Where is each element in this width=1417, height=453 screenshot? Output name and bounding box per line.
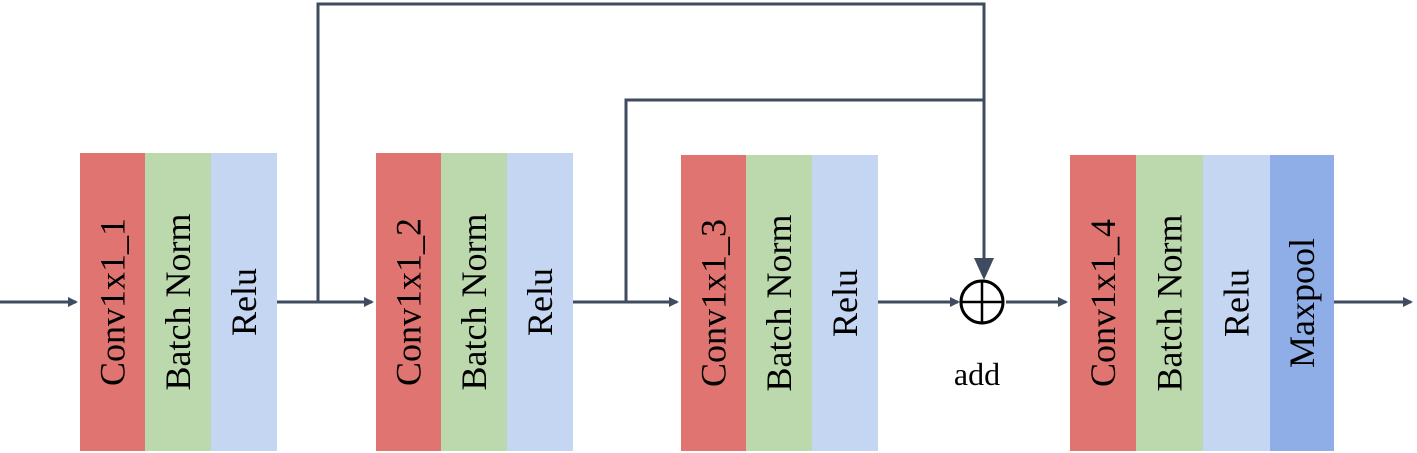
skip-connection-from-block2 (624, 98, 984, 302)
layer-label-relu-2: Relu (520, 268, 560, 336)
layer-rect-batch-norm-2 (441, 153, 507, 451)
layer-rect-conv1x1-4 (1070, 155, 1136, 451)
layer-rect-batch-norm-4 (1136, 155, 1203, 451)
layer-label-batch-norm-3: Batch Norm (759, 215, 799, 392)
layer-label-relu-4: Relu (1217, 269, 1257, 337)
layer-rect-conv1x1-3 (681, 155, 746, 451)
layer-rect-relu-4 (1203, 155, 1270, 451)
layer-label-relu-1: Relu (224, 268, 264, 336)
layer-rect-batch-norm-1 (145, 153, 211, 451)
skip-arrowhead (974, 258, 994, 280)
layer-rect-relu-1 (211, 153, 277, 451)
layer-label-batch-norm-2: Batch Norm (454, 214, 494, 391)
layer-label-maxpool-4: Maxpool (1282, 238, 1322, 368)
block-1: Conv1x1_1 Batch Norm Relu (80, 153, 277, 451)
layer-label-batch-norm-4: Batch Norm (1150, 215, 1190, 392)
layer-label-conv1x1-4: Conv1x1_4 (1083, 219, 1123, 387)
block-2: Conv1x1_2 Batch Norm Relu (376, 153, 573, 451)
layer-rect-relu-3 (812, 155, 878, 451)
add-label: add (954, 356, 1000, 392)
layer-rect-relu-2 (507, 153, 573, 451)
layer-rect-conv1x1-2 (376, 153, 441, 451)
layer-label-conv1x1-2: Conv1x1_2 (389, 218, 429, 386)
layer-rect-conv1x1-1 (80, 153, 145, 451)
block-3: Conv1x1_3 Batch Norm Relu (681, 155, 878, 451)
layer-label-conv1x1-1: Conv1x1_1 (93, 218, 133, 386)
block-4: Conv1x1_4 Batch Norm Relu Maxpool (1070, 155, 1334, 451)
layer-label-batch-norm-1: Batch Norm (158, 214, 198, 391)
layer-label-conv1x1-3: Conv1x1_3 (694, 219, 734, 387)
layer-rect-batch-norm-3 (746, 155, 812, 451)
skip-connection-from-block1 (316, 2, 986, 302)
layer-label-relu-3: Relu (825, 269, 865, 337)
circle-plus-icon (959, 279, 1005, 325)
layer-rect-maxpool-4 (1270, 155, 1334, 451)
